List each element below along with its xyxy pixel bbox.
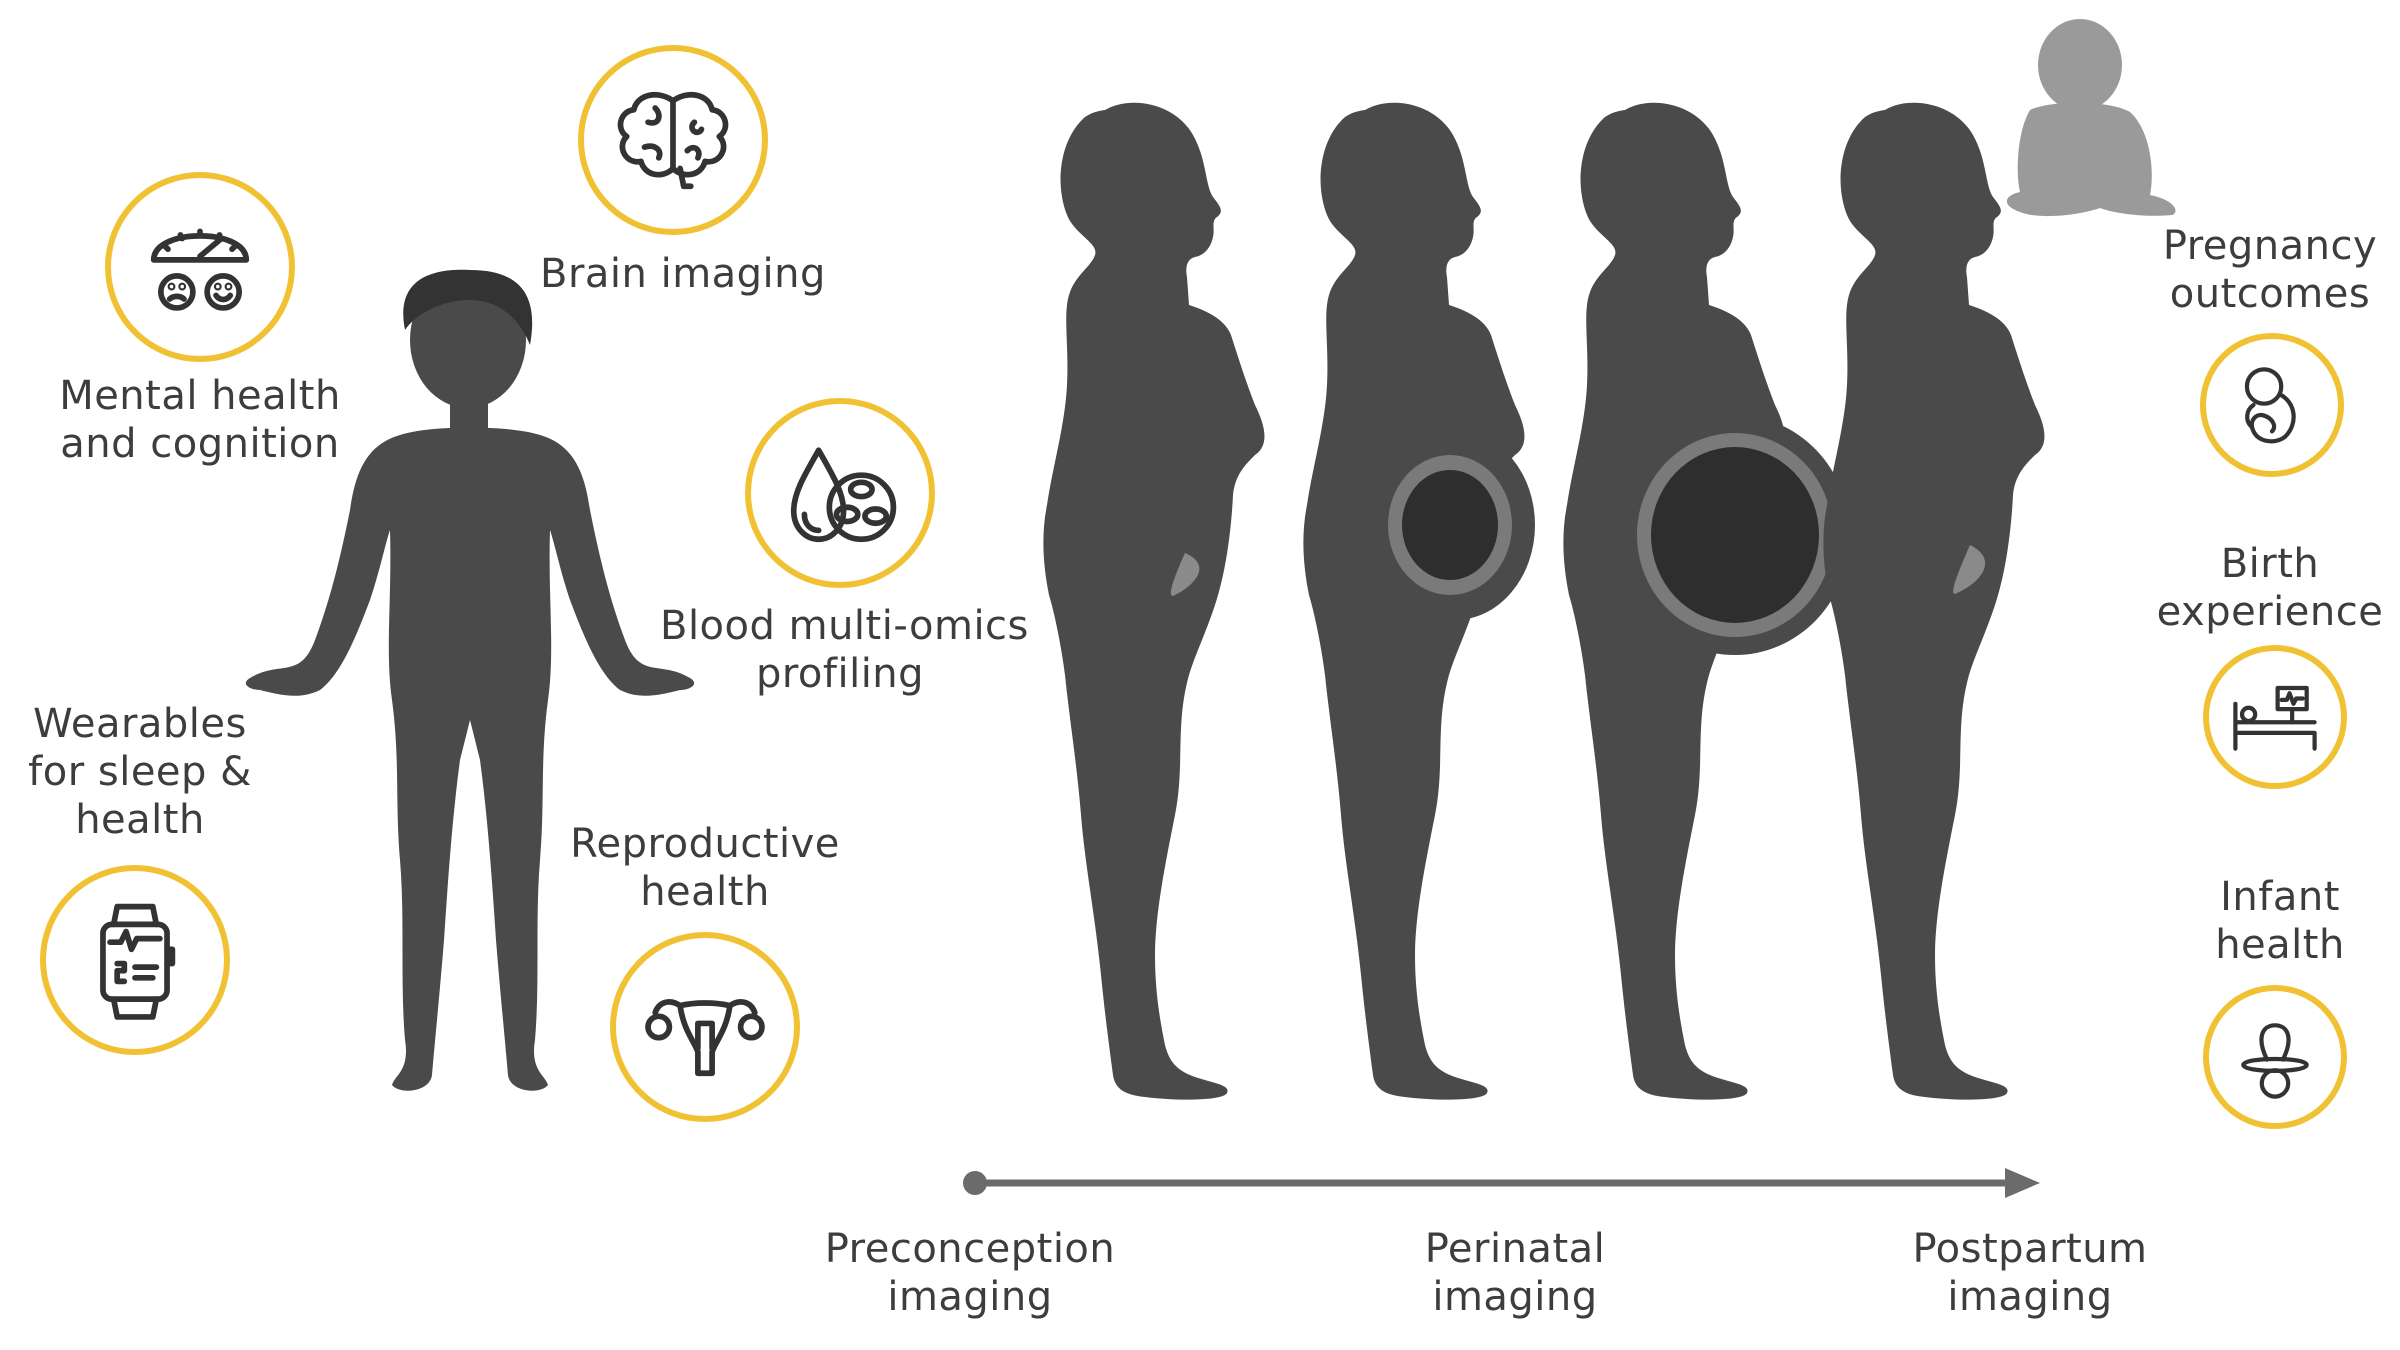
mental-health-icon-ring — [105, 172, 295, 362]
brain-icon-ring — [578, 45, 768, 235]
birth-experience-label: Birth experience — [2140, 540, 2400, 636]
birth-experience-line2: experience — [2156, 589, 2384, 635]
wearables-line1: Wearables — [33, 701, 247, 747]
wearables-icon-ring — [40, 865, 230, 1055]
woman-profile-late-pregnancy — [1563, 102, 1850, 1100]
infant-health-line1: Infant — [2220, 874, 2340, 920]
wearables-label: Wearables for sleep & health — [20, 700, 260, 844]
blood-omics-line1: Blood multi-omics — [660, 603, 1029, 649]
pregnancy-outcomes-line2: outcomes — [2169, 271, 2371, 317]
timeline-arrow — [963, 1168, 2040, 1198]
wearables-line3: health — [75, 797, 205, 843]
reproductive-health-label: Reproductive health — [560, 820, 850, 916]
preconception-imaging-label: Preconception imaging — [800, 1225, 1140, 1321]
blood-cells-icon — [790, 447, 897, 543]
birth-experience-line1: Birth — [2220, 541, 2320, 587]
birth-experience-icon-ring — [2203, 645, 2347, 789]
fetus-icon — [2244, 367, 2296, 444]
brain-imaging-label: Brain imaging — [540, 250, 825, 298]
wearables-line2: for sleep & — [28, 749, 252, 795]
mental-health-line2: and cognition — [60, 421, 340, 467]
woman-front-silhouette — [245, 269, 695, 1091]
infant-health-icon-ring — [2203, 985, 2347, 1129]
pregnancy-outcomes-icon-ring — [2200, 333, 2344, 477]
pregnancy-outcomes-line1: Pregnancy — [2162, 223, 2378, 269]
blood-omics-line2: profiling — [755, 651, 925, 697]
pacifier-icon — [2241, 1023, 2309, 1099]
infant-silhouette — [2006, 19, 2176, 217]
perinatal-line1: Perinatal — [1424, 1226, 1606, 1272]
pregnancy-outcomes-label: Pregnancy outcomes — [2150, 222, 2390, 318]
smartwatch-icon — [100, 903, 176, 1020]
infant-health-label: Infant health — [2180, 873, 2380, 969]
woman-profile-postpartum — [1823, 102, 2045, 1100]
perinatal-line2: imaging — [1432, 1274, 1598, 1320]
brain-icon — [617, 91, 729, 190]
gauge-mood-icon — [150, 228, 250, 311]
perinatal-imaging-label: Perinatal imaging — [1375, 1225, 1655, 1321]
blood-icon-ring — [745, 398, 935, 588]
postpartum-imaging-label: Postpartum imaging — [1880, 1225, 2180, 1321]
reproductive-health-line2: health — [640, 869, 770, 915]
reproductive-icon-ring — [610, 932, 800, 1122]
reproductive-health-line1: Reproductive — [570, 821, 840, 867]
preconception-line1: Preconception — [824, 1226, 1116, 1272]
brain-imaging-text: Brain imaging — [540, 251, 826, 297]
uterus-icon — [645, 999, 765, 1077]
postpartum-line1: Postpartum — [1912, 1226, 2148, 1272]
preconception-line2: imaging — [887, 1274, 1053, 1320]
mental-health-line1: Mental health — [59, 373, 341, 419]
infant-health-line2: health — [2215, 922, 2345, 968]
blood-omics-label: Blood multi-omics profiling — [660, 602, 1029, 698]
hospital-bed-icon — [2233, 685, 2317, 751]
mental-health-label: Mental health and cognition — [50, 372, 350, 468]
woman-profile-preconception — [1043, 102, 1265, 1100]
woman-profile-early-pregnancy — [1303, 102, 1535, 1100]
postpartum-line2: imaging — [1947, 1274, 2113, 1320]
